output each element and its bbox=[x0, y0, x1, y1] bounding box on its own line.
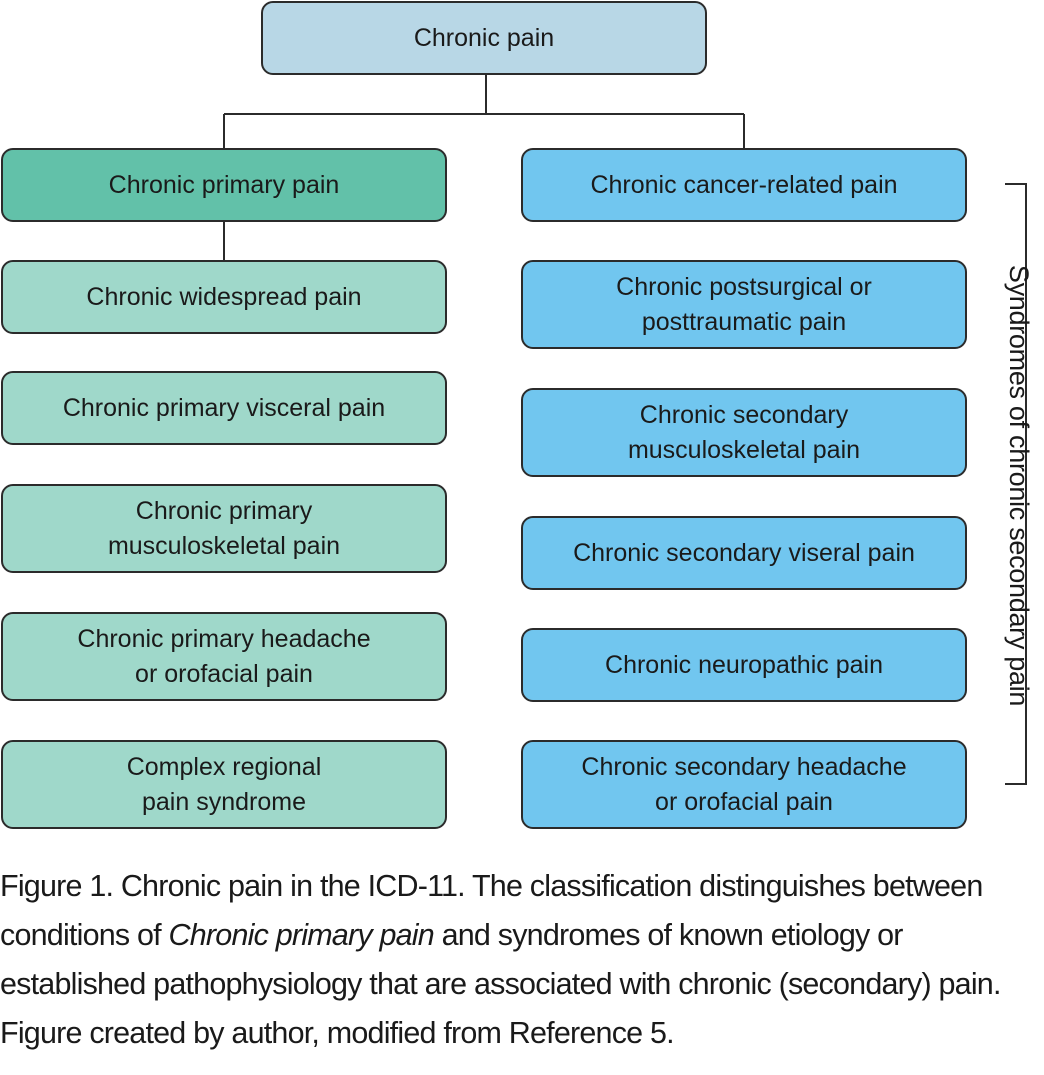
secondary-item-line: Chronic neuropathic pain bbox=[605, 650, 883, 679]
secondary-item-line: Chronic secondary viseral pain bbox=[573, 538, 915, 567]
secondary-item-line: Chronic secondary headache bbox=[581, 752, 907, 781]
secondary-item-line: Chronic postsurgical or bbox=[616, 272, 872, 301]
primary-item-line: Chronic primary headache bbox=[77, 624, 371, 653]
secondary-syndromes-bracket-label: Syndromes of chronic secondary pain bbox=[989, 245, 1044, 725]
secondary-item-line: musculoskeletal pain bbox=[627, 435, 861, 464]
primary-item-box: Chronic widespread pain bbox=[1, 260, 447, 334]
caption-text-before: Figure 1. Chronic pain in the ICD-11. Th… bbox=[0, 869, 983, 952]
primary-item-line: Chronic widespread pain bbox=[86, 282, 362, 311]
secondary-bracket bbox=[1005, 183, 1027, 785]
primary-item-box: Chronic primary headache or orofacial pa… bbox=[1, 612, 447, 701]
secondary-item-box: Chronic secondary headache or orofacial … bbox=[521, 740, 967, 829]
secondary-item-box: Chronic neuropathic pain bbox=[521, 628, 967, 702]
primary-item-box: Chronic primary visceral pain bbox=[1, 371, 447, 445]
secondary-item-line: Chronic secondary bbox=[639, 400, 849, 429]
primary-item-line: Complex regional bbox=[126, 752, 322, 781]
caption-text-after: and syndromes of known etiology or estab… bbox=[0, 918, 1001, 1050]
primary-item-line: musculoskeletal pain bbox=[107, 531, 341, 560]
caption-emphasis: Chronic primary pain bbox=[168, 918, 435, 952]
bracket-label-text: Syndromes of chronic secondary pain bbox=[1004, 264, 1035, 706]
secondary-item-line: posttraumatic pain bbox=[641, 307, 847, 336]
chronic-primary-pain-box: Chronic primary pain bbox=[1, 148, 447, 222]
chronic-primary-pain-label: Chronic primary pain bbox=[108, 170, 340, 199]
primary-item-line: pain syndrome bbox=[142, 787, 306, 816]
connector-lines bbox=[223, 75, 1027, 785]
chronic-pain-root-label: Chronic pain bbox=[413, 23, 555, 52]
primary-item-line: or orofacial pain bbox=[135, 659, 313, 688]
chronic-pain-root-box: Chronic pain bbox=[261, 1, 707, 75]
primary-item-box: Chronic primary musculoskeletal pain bbox=[1, 484, 447, 573]
chronic-cancer-related-pain-label: Chronic cancer-related pain bbox=[590, 170, 898, 199]
primary-item-line: Chronic primary visceral pain bbox=[62, 393, 386, 422]
secondary-item-box: Chronic secondary viseral pain bbox=[521, 516, 967, 590]
chronic-cancer-related-pain-box: Chronic cancer-related pain bbox=[521, 148, 967, 222]
figure-caption: Figure 1. Chronic pain in the ICD-11. Th… bbox=[0, 862, 1010, 1058]
secondary-item-line: or orofacial pain bbox=[655, 787, 833, 816]
secondary-item-box: Chronic postsurgical or posttraumatic pa… bbox=[521, 260, 967, 349]
primary-item-box: Complex regional pain syndrome bbox=[1, 740, 447, 829]
secondary-item-box: Chronic secondary musculoskeletal pain bbox=[521, 388, 967, 477]
primary-item-line: Chronic primary bbox=[135, 496, 313, 525]
